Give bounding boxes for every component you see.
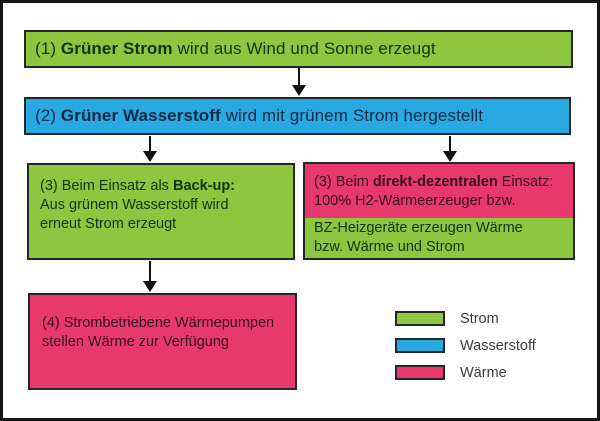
box3r-line3: BZ-Heizgeräte erzeugen Wärme [314, 220, 523, 236]
box2-bold-text: Grüner Wasserstoff [60, 106, 221, 125]
legend-item-strom: Strom [395, 310, 536, 327]
legend-item-waerme: Wärme [395, 364, 536, 381]
legend-label: Wärme [460, 364, 507, 381]
waerme-color-swatch [395, 365, 445, 380]
legend-item-wasserstoff: Wasserstoff [395, 337, 536, 354]
box3r-line1-text: (3) Beim [314, 174, 373, 190]
box1-text: (1) Grüner Strom wird aus Wind und Sonne… [35, 39, 436, 59]
box3r-pink-section: (3) Beim direkt-dezentralen Einsatz: 100… [305, 164, 573, 218]
flow-box-1-gruener-strom: (1) Grüner Strom wird aus Wind und Sonne… [24, 30, 573, 68]
box3l-line1-bold: Back-up: [172, 178, 236, 194]
strom-color-swatch [395, 311, 445, 326]
box4-line1: (4) Strombetriebene Wärmepumpen [42, 315, 275, 331]
box2-rest-text: wird mit grünem Strom hergestellt [220, 106, 484, 125]
arrow-down-icon [142, 261, 158, 292]
flow-box-3-backup: (3) Beim Einsatz als Back-up: Aus grünem… [27, 163, 295, 260]
arrow-head [292, 85, 306, 96]
arrow-stem [148, 261, 152, 281]
box3r-green-section: BZ-Heizgeräte erzeugen Wärme bzw. Wärme … [305, 218, 573, 258]
arrow-down-icon [442, 136, 458, 162]
arrow-head [143, 151, 157, 162]
arrow-stem [297, 68, 301, 85]
legend-label: Strom [460, 310, 499, 327]
legend-label: Wasserstoff [460, 337, 536, 354]
wasserstoff-color-swatch [395, 338, 445, 353]
arrow-down-icon [291, 68, 307, 96]
box3l-line2: Aus grünem Wasserstoff wird [40, 197, 229, 213]
flow-box-2-gruener-wasserstoff: (2) Grüner Wasserstoff wird mit grünem S… [24, 97, 571, 135]
arrow-down-icon [142, 136, 158, 162]
arrow-head [143, 281, 157, 292]
arrow-head [443, 151, 457, 162]
box3l-line1-text: (3) Beim Einsatz als [40, 178, 173, 194]
box1-bold-text: Grüner Strom [60, 39, 173, 58]
arrow-stem [448, 136, 452, 151]
box2-text: (2) Grüner Wasserstoff wird mit grünem S… [35, 106, 483, 126]
box3r-line1-suffix: Einsatz: [497, 174, 554, 190]
box3l-line3: erneut Strom erzeugt [40, 216, 177, 232]
box3r-line1-bold: direkt-dezentralen [372, 174, 498, 190]
flow-box-4-waermepumpen: (4) Strombetriebene Wärmepumpen stellen … [28, 293, 297, 390]
flow-box-3-direkt-dezentral: (3) Beim direkt-dezentralen Einsatz: 100… [303, 162, 575, 260]
box1-rest-text: wird aus Wind und Sonne erzeugt [172, 39, 436, 58]
box3r-line4: bzw. Wärme und Strom [314, 239, 465, 255]
box3r-line2: 100% H2-Wärmeerzeuger bzw. [314, 193, 516, 209]
box3r-line1: (3) Beim direkt-dezentralen Einsatz: [314, 173, 565, 192]
box4-line2: stellen Wärme zur Verfügung [42, 334, 229, 350]
box2-number: (2) [35, 106, 61, 125]
legend: Strom Wasserstoff Wärme [395, 311, 536, 392]
box3l-line1: (3) Beim Einsatz als Back-up: [40, 177, 285, 196]
box1-number: (1) [35, 39, 61, 58]
arrow-stem [148, 136, 152, 151]
